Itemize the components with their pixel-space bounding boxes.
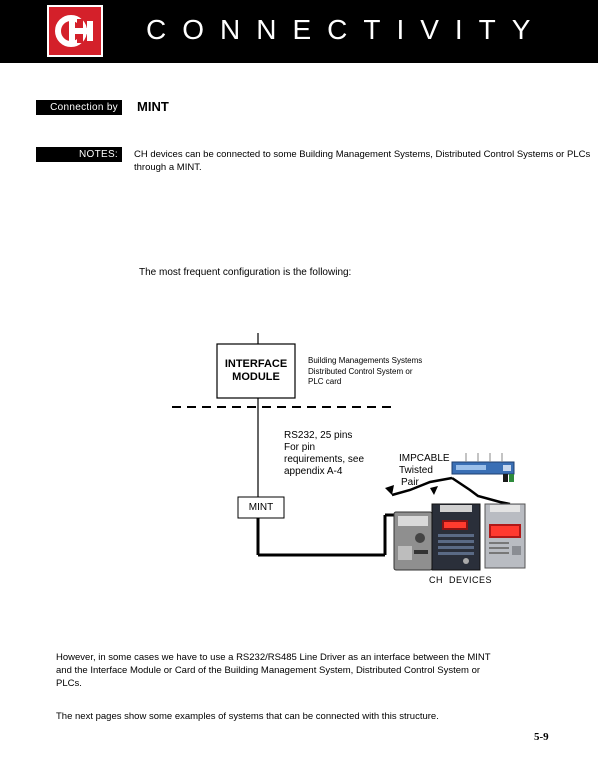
mint-box-label: MINT [248,502,274,513]
header-bar: CONNECTIVITY [0,0,598,63]
interface-module-label: INTERFACE MODULE [224,358,288,383]
page-number: 5-9 [534,731,549,743]
impcable-label: IMPCABLE Twisted Pair [399,453,450,488]
paragraph-line-driver: However, in some cases we have to use a … [56,652,491,689]
notes-text: CH devices can be connected to some Buil… [134,149,591,173]
interface-module-box [216,343,296,399]
connection-by-label: Connection by [36,100,122,115]
mint-box [237,496,285,519]
paragraph-next-pages: The next pages show some examples of sys… [56,711,439,722]
page-title: CONNECTIVITY [146,14,547,45]
company-logo [47,5,103,57]
ch-device-meter-icon [431,503,481,571]
logo-mark-icon [55,15,93,47]
rs232-note: RS232, 25 pins For pin requirements, see… [284,430,365,477]
connection-by-value: MINT [137,99,169,114]
ch-device-relay-icon [393,511,433,571]
notes-label: NOTES: [36,147,122,162]
converter-device-icon [451,453,515,482]
ch-device-display-icon [484,503,526,569]
ch-devices-label: CH DEVICES [429,575,493,585]
bms-label: Building Managements Systems Distributed… [308,356,423,386]
frequent-config-text: The most frequent configuration is the f… [139,267,352,278]
